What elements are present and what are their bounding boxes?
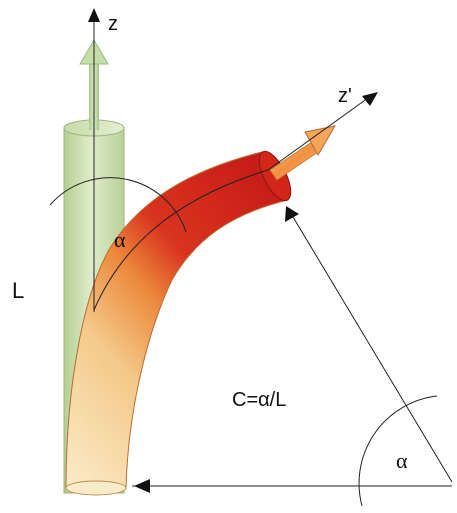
alpha-bottom-label: α [396,448,408,473]
alpha-arc-top [49,177,187,233]
z-label: z [108,13,118,35]
length-label: L [12,278,24,303]
alpha-top-label: α [114,227,126,252]
bottom-arrowhead [134,479,150,493]
tube-axis-line [93,169,269,311]
radius-line [289,211,453,483]
z-prime-arrowhead [362,92,378,106]
alpha-arc-bottom [358,395,438,507]
z-prime-label: z' [338,85,352,107]
radius-arrowhead [285,206,299,222]
z-arrowhead [88,8,100,22]
arrowheads [88,8,378,493]
z-prime-axis-line [267,97,369,171]
z-prime-arrow [269,125,336,181]
curvature-label: C=α/L [232,389,286,411]
construction-lines [49,22,453,507]
